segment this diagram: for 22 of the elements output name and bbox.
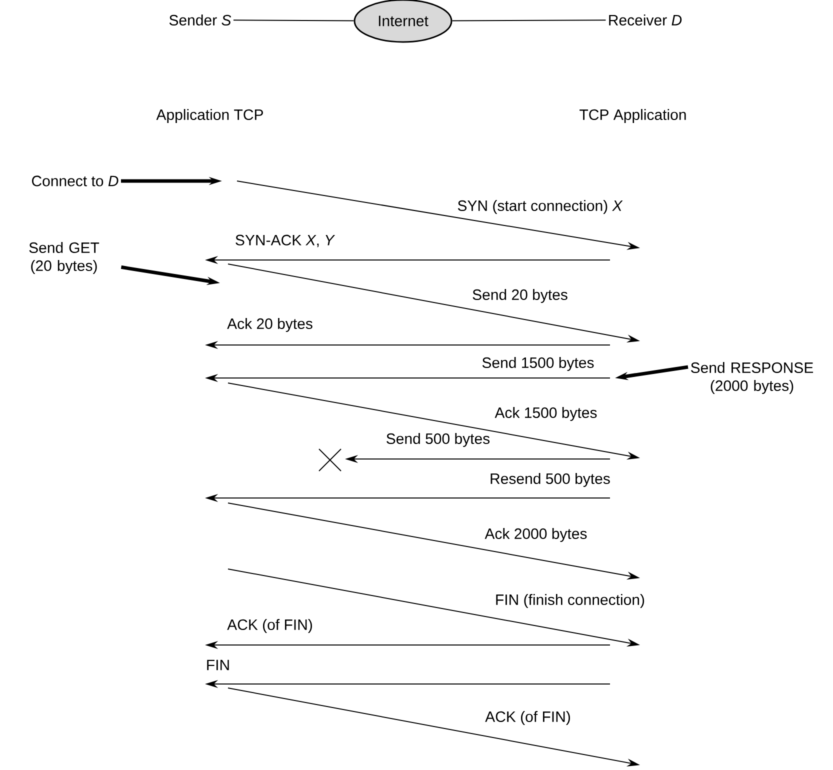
message-label: SYN (start connection) X — [458, 200, 623, 214]
message-label: Ack 20 bytes — [227, 318, 312, 332]
text-label: Send RESPONSE (2000 bytes) — [690, 362, 814, 394]
message-label: Send 1500 bytes — [482, 357, 594, 371]
connector-line — [232, 20, 354, 22]
message-label: Resend 500 bytes — [490, 473, 610, 487]
message-label: ACK (of FIN) — [227, 619, 312, 633]
connector-line — [452, 20, 606, 22]
text-label: Sender S — [169, 14, 232, 26]
message-label: ACK (of FIN) — [485, 711, 570, 725]
text-label: Send GET (20 bytes) — [29, 242, 100, 274]
message-label: FIN (finish connection) — [496, 594, 644, 608]
message-label: Send 500 bytes — [386, 433, 490, 447]
text-label: Connect to D — [32, 176, 118, 186]
message-label: SYN-ACK X, Y — [236, 234, 336, 248]
message-label: Send 20 bytes — [472, 289, 568, 303]
message-label: Ack 2000 bytes — [484, 528, 587, 542]
message-label: FIN — [207, 660, 229, 670]
text-label: Receiver D — [609, 14, 682, 26]
message-label: Ack 1500 bytes — [494, 407, 597, 421]
column-heading: TCP Application — [580, 109, 686, 123]
column-heading: Application TCP — [156, 109, 263, 123]
